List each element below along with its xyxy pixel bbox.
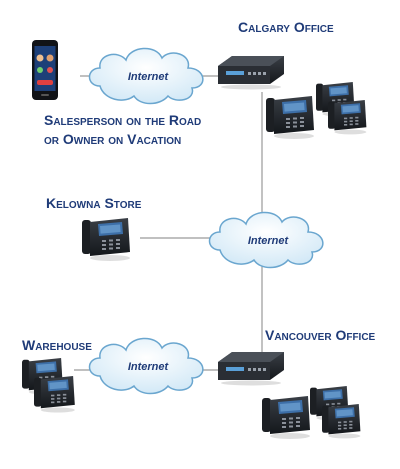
desk-phone-icon [82,218,130,261]
vancouver-office-label: Vancouver Office [265,327,376,343]
desk-phone-icon [262,396,310,439]
cloud-label-middle: Internet [248,235,290,247]
mobile-user-label-line2: or Owner on Vacation [44,131,182,147]
pbx-appliance-icon [218,56,284,90]
desk-phone-icon [34,376,75,413]
desk-phone-icon [266,96,314,139]
warehouse-label: Warehouse [22,337,92,353]
kelowna-store-label: Kelowna Store [46,195,142,211]
mobile-user-label-line1: Salesperson on the Road [44,112,202,128]
desk-phone-icon [322,404,361,439]
smartphone-icon [32,40,58,100]
pbx-appliance-icon [218,352,284,386]
calgary-office-label: Calgary Office [238,19,334,35]
desk-phone-icon [328,100,367,135]
cloud-label-top: Internet [128,71,170,83]
cloud-label-bottom: Internet [128,361,170,373]
